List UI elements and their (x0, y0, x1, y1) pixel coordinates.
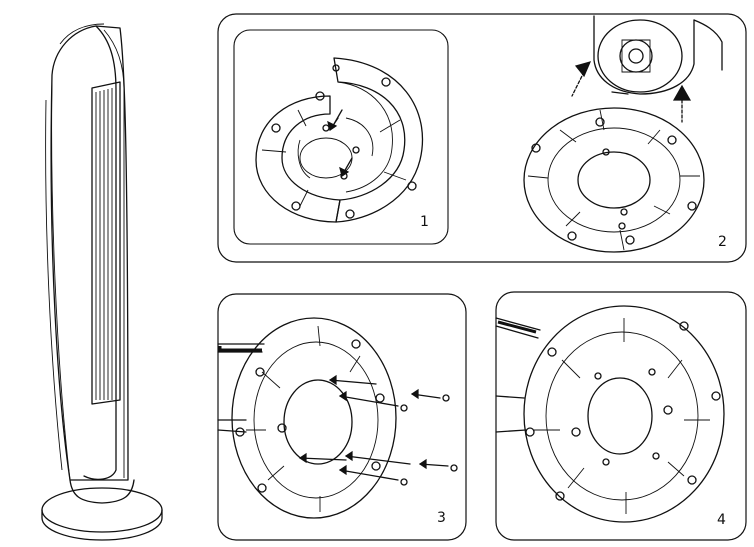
fan-grille (95, 87, 117, 400)
tower-fan-illustration (41, 23, 163, 541)
lift-arrows (571, 61, 692, 123)
base-with-screws-illustration (231, 317, 458, 519)
step-2-panel: 2 (523, 15, 727, 253)
fan-bottom-illustration (593, 15, 723, 95)
screw-arrows (298, 374, 449, 481)
step-4-number: 4 (717, 512, 726, 528)
step-1-panel: 1 (217, 13, 747, 263)
step-3-number: 3 (437, 510, 446, 526)
secured-base-illustration (523, 305, 725, 523)
step-4-panel: 4 (495, 291, 747, 541)
step-4-frame (495, 291, 747, 541)
step-2-number: 2 (718, 234, 727, 250)
base-halves-illustration (255, 57, 424, 223)
installed-screws (594, 368, 660, 466)
step-1-number: 1 (420, 214, 429, 230)
assembled-base-illustration (523, 107, 705, 253)
step-3-frame (217, 293, 467, 541)
step-1-inset (233, 29, 449, 245)
screws (400, 394, 458, 486)
step-3-panel: 3 (217, 293, 467, 541)
